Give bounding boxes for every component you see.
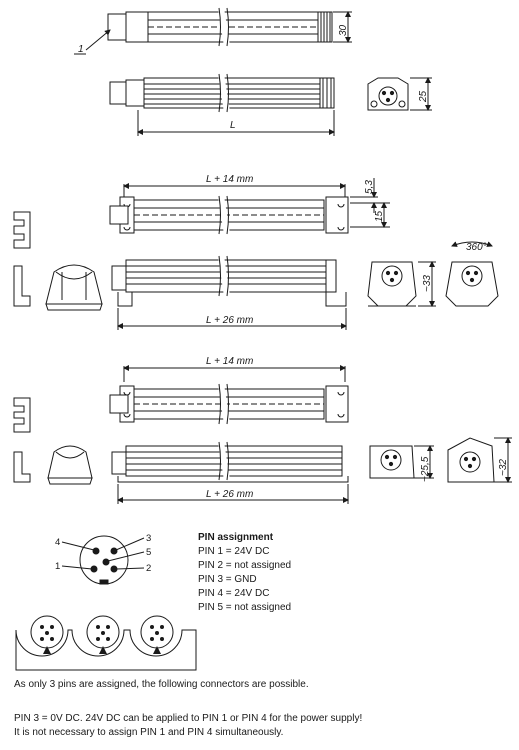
dim-L26-b-label: L + 26 mm [206, 489, 253, 500]
pin-connector-diagram [61, 535, 145, 585]
dim-L [137, 110, 335, 136]
clip-top-view-4 [13, 397, 31, 433]
lamp-mounted-view-3 [111, 255, 347, 307]
pin-label-1: 1 [55, 561, 60, 572]
dim-25-5-label: ~25,5 [420, 456, 431, 482]
end-view-3b-rotating [445, 241, 499, 307]
lamp-top-view-1 [107, 7, 333, 47]
end-view-3a [367, 261, 417, 307]
dim-5-3-label: 5,3 [364, 180, 375, 194]
end-view-4b [447, 437, 495, 483]
holder-3d-view-3 [45, 264, 103, 311]
lamp-side-view-2 [109, 73, 335, 113]
pin-assignment-row-2: PIN 2 = not assigned [198, 560, 292, 571]
pin-label-5: 5 [146, 547, 151, 558]
pin-assignment-row-4: PIN 4 = 24V DC [198, 588, 270, 599]
possible-connectors-diagram [15, 615, 197, 671]
power-note-line-2: It is not necessary to assign PIN 1 and … [14, 727, 284, 738]
lamp-bracket-view-4 [109, 383, 349, 425]
dim-360-label: 360° [466, 242, 487, 253]
pin-assignment-title: PIN assignment [198, 532, 274, 543]
pin-label-3: 3 [146, 533, 151, 544]
dim-25 [410, 77, 432, 111]
dim-32 [494, 437, 512, 483]
dim-L-label: L [230, 120, 236, 131]
pin-label-2: 2 [146, 563, 151, 574]
lamp-mounted-view-4 [111, 441, 349, 483]
holder-3d-view-4 [47, 445, 93, 485]
clip-top-view-3 [13, 211, 31, 249]
dim-L14-a [123, 183, 346, 200]
callout-number: 1 [78, 44, 84, 55]
clip-side-view-4 [13, 451, 31, 483]
connectors-note: As only 3 pins are assigned, the followi… [14, 679, 309, 690]
pin-label-4: 4 [55, 537, 60, 548]
dim-L26-a-label: L + 26 mm [206, 315, 253, 326]
dim-25-label: 25 [418, 90, 429, 103]
dim-30-label: 30 [338, 24, 349, 36]
dim-30 [333, 11, 352, 43]
pin-assignment-row-5: PIN 5 = not assigned [198, 602, 292, 613]
dim-L14-a-label: L + 14 mm [206, 174, 253, 185]
dim-33 [418, 261, 436, 307]
end-view-4a [369, 445, 415, 479]
pin-assignment-row-3: PIN 3 = GND [198, 574, 257, 585]
power-note-line-1: PIN 3 = 0V DC. 24V DC can be applied to … [14, 713, 363, 724]
dim-L14-b-label: L + 14 mm [206, 356, 253, 367]
clip-side-view-3 [13, 265, 31, 307]
callout-1-leader [74, 29, 111, 55]
dim-L14-b [123, 365, 346, 382]
dim-L26-b [117, 484, 349, 504]
dim-25-5 [414, 445, 434, 479]
dim-5-3-and-15 [350, 178, 390, 228]
dim-15-label: 15 [374, 210, 385, 222]
end-view-2 [367, 77, 409, 111]
dim-32-label: ~32 [498, 459, 509, 476]
lamp-bracket-view-3 [109, 195, 349, 235]
dim-33-label: ~33 [422, 275, 433, 292]
pin-assignment-row-1: PIN 1 = 24V DC [198, 546, 270, 557]
dim-L26-a [117, 308, 347, 330]
